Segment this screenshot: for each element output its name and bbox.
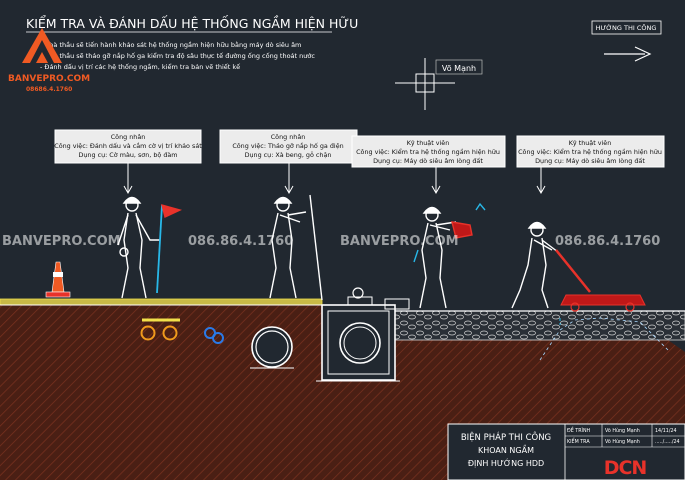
watermark-phone-2: 086.86.4.1760 (555, 234, 660, 249)
watermark-phone-1: 086.86.4.1760 (188, 234, 293, 249)
technician-2-tools: Dụng cụ: Máy dò siêu âm lòng đất (535, 157, 645, 165)
title-block-row-2-date: ...../...../24 (655, 439, 680, 445)
manhole-cover (384, 298, 410, 310)
orange-pipes (140, 318, 180, 341)
direction-label-box (591, 20, 662, 35)
author-tag-box (435, 59, 483, 75)
drain-pipe (250, 326, 294, 369)
title-block-row-1-name: Võ Hùng Mạnh (605, 427, 640, 434)
watermark-site-2: BANVEPRO.COM (340, 234, 459, 249)
worker-2-task: Công việc: Tháo gỡ nắp hố ga điện (232, 141, 343, 150)
note-2: - Nhà thầu sẽ tháo gỡ nắp hố ga kiểm tra… (40, 51, 315, 60)
callout-leaders (123, 162, 546, 195)
title-block-title-2: KHOAN NGẦM (478, 443, 534, 455)
callout-box-technician-1 (351, 135, 506, 168)
blue-pipes (204, 327, 224, 344)
direction-arrow-icon (604, 46, 652, 62)
technician-2-task: Công việc: Kiểm tra hệ thống ngầm hiện h… (518, 147, 662, 156)
logo-phone: 08686.4.1760 (26, 86, 72, 93)
scan-path (539, 317, 669, 361)
traffic-cone-icon (45, 261, 71, 298)
note-1: - Nhà thầu sẽ tiến hành khảo sát hệ thốn… (40, 40, 301, 49)
worker-1-tools: Dụng cụ: Cờ màu, sơn, bộ đàm (78, 151, 177, 159)
title-block-row-2-name: Võ Hùng Mạnh (605, 438, 640, 445)
ground-radar-machine (555, 249, 646, 312)
title-block-row-1-label: ĐỀ TRÌNH (567, 426, 591, 434)
callout-box-technician-2 (516, 135, 665, 168)
technician-1-tools: Dụng cụ: Máy dò siêu âm lòng đất (373, 157, 483, 165)
worker-1-role: Công nhân (111, 133, 146, 141)
technician-1-role: Kỹ thuật viên (407, 139, 450, 147)
manhole (316, 287, 410, 382)
title-block-row-2-label: KIỂM TRA (567, 437, 590, 445)
worker-1-task: Công việc: Đánh dấu và cắm cờ vị trí khả… (54, 141, 202, 150)
technician-2-figure (511, 221, 559, 309)
sidewalk-strip (0, 298, 323, 306)
title-block-title-3: ĐỊNH HƯỚNG HDD (468, 457, 544, 469)
title-block-row-1-date: 14/11/24 (655, 428, 677, 434)
worker-2-role: Công nhân (271, 133, 306, 141)
road-gravel (394, 310, 685, 341)
watermark-site-1: BANVEPRO.COM (2, 234, 121, 249)
callout-box-worker-1 (54, 129, 202, 164)
logo-text: BANVEPRO.COM (8, 74, 90, 84)
compass-symbol (395, 58, 455, 110)
direction-label: HƯỚNG THI CÔNG (596, 23, 657, 32)
title-block (447, 423, 685, 480)
worker-1-figure (117, 196, 183, 299)
page-title: KIỂM TRA VÀ ĐÁNH DẤU HỆ THỐNG NGẦM HIỆN … (26, 15, 358, 31)
company-logo: DCN (604, 457, 647, 479)
technician-2-role: Kỹ thuật viên (569, 139, 612, 147)
note-3: - Đánh dấu vị trí các hệ thống ngầm, kiể… (40, 62, 240, 71)
author-tag: Võ Mạnh (442, 64, 476, 74)
banvepro-logo (22, 28, 62, 63)
worker-2-figure (269, 194, 323, 301)
worker-2-tools: Dụng cụ: Xà beng, gỗ chặn (245, 150, 332, 159)
technician-1-task: Công việc: Kiểm tra hệ thống ngầm hiện h… (356, 147, 500, 156)
technician-1-figure (413, 202, 486, 309)
title-block-title-1: BIỆN PHÁP THI CÔNG (461, 431, 551, 443)
